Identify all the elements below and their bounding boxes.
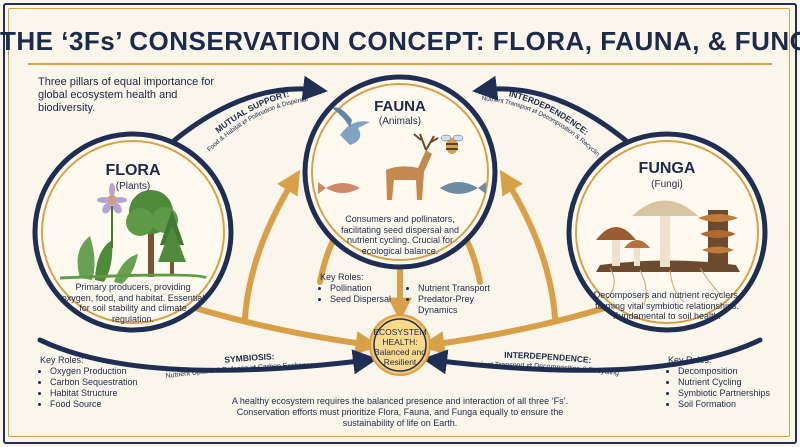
fauna-key-roles-secondary: Nutrient Transport Predator-Prey Dynamic… <box>408 283 498 316</box>
ecosystem-health-title: ECOSYSTEM HEALTH: <box>373 327 427 347</box>
interdependence-top-detail: Nutrient Transport ⇄ Decomposition & Rec… <box>0 3 601 158</box>
flora-role-item: Oxygen Production <box>50 366 170 377</box>
animals-illustration-icon <box>318 107 486 200</box>
flora-role-item: Carbon Sequestration <box>50 377 170 388</box>
svg-text:Nutrient Uptake & Defense ⇄ Ca: Nutrient Uptake & Defense ⇄ Carbon Excha… <box>165 362 314 380</box>
flora-roles-heading: Key Roles: <box>40 355 84 365</box>
funga-role-item: Decomposition <box>678 366 778 377</box>
fauna-key-roles: Key Roles: Pollination Seed Dispersal <box>320 272 410 305</box>
footer-note: A healthy ecosystem requires the balance… <box>231 396 569 428</box>
fauna-title: FAUNA <box>374 98 426 115</box>
fauna-subtitle: (Animals) <box>378 116 422 127</box>
symbiosis-title: SYMBIOSIS: <box>224 351 275 364</box>
interdependence-bottom-detail: Nutrient Transport ⇄ Decomposition & Rec… <box>469 362 620 378</box>
fauna-role-item: Nutrient Transport <box>418 283 498 294</box>
flora-subtitle: (Plants) <box>115 181 151 192</box>
fauna-role-item: Predator-Prey Dynamics <box>418 294 498 316</box>
fauna-role-item: Seed Dispersal <box>330 294 410 305</box>
funga-role-item: Symbiotic Partnerships <box>678 388 778 399</box>
ecosystem-health-subtitle: Balanced and Resilient <box>374 347 426 367</box>
title-divider <box>28 63 772 65</box>
flora-key-roles: Key Roles: Oxygen Production Carbon Sequ… <box>40 355 170 410</box>
interdependence-bottom-arrow <box>422 337 763 375</box>
funga-key-roles: Key Roles: Decomposition Nutrient Cyclin… <box>668 355 778 410</box>
svg-text:SYMBIOSIS:: SYMBIOSIS: <box>224 351 275 364</box>
ecosystem-health-node <box>369 314 431 376</box>
page-title: THE ‘3Fs’ CONSERVATION CONCEPT: FLORA, F… <box>0 26 800 56</box>
flora-role-item: Habitat Structure <box>50 388 170 399</box>
flora-description: Primary producers, providing oxygen, foo… <box>61 282 205 324</box>
funga-role-item: Soil Formation <box>678 399 778 410</box>
funga-description: Decomposers and nutrient recyclers, form… <box>593 290 741 321</box>
ecosystem-health-label: ECOSYSTEM HEALTH: Balanced and Resilient <box>370 327 430 367</box>
svg-text:Nutrient Transport ⇄ Decomposi: Nutrient Transport ⇄ Decomposition & Rec… <box>469 362 620 378</box>
symbiosis-arrow <box>37 337 378 375</box>
funga-title: FUNGA <box>638 160 696 177</box>
funga-subtitle: (Fungi) <box>651 179 683 190</box>
flora-title: FLORA <box>105 162 161 179</box>
outer-frame <box>3 3 797 444</box>
inner-frame <box>8 8 790 437</box>
fauna-description: Consumers and pollinators, facilitating … <box>340 214 460 256</box>
funga-roles-heading: Key Roles: <box>668 355 712 365</box>
svg-text:Nutrient Transport ⇄ Decomposi: Nutrient Transport ⇄ Decomposition & Rec… <box>0 3 601 158</box>
fauna-role-item: Pollination <box>330 283 410 294</box>
plants-illustration-icon <box>59 183 208 284</box>
symbiosis-detail: Nutrient Uptake & Defense ⇄ Carbon Excha… <box>165 362 314 380</box>
fauna-roles-heading: Key Roles: <box>320 272 364 282</box>
fungi-illustration-icon <box>596 200 740 306</box>
flora-role-item: Food Source <box>50 399 170 410</box>
funga-role-item: Nutrient Cycling <box>678 377 778 388</box>
